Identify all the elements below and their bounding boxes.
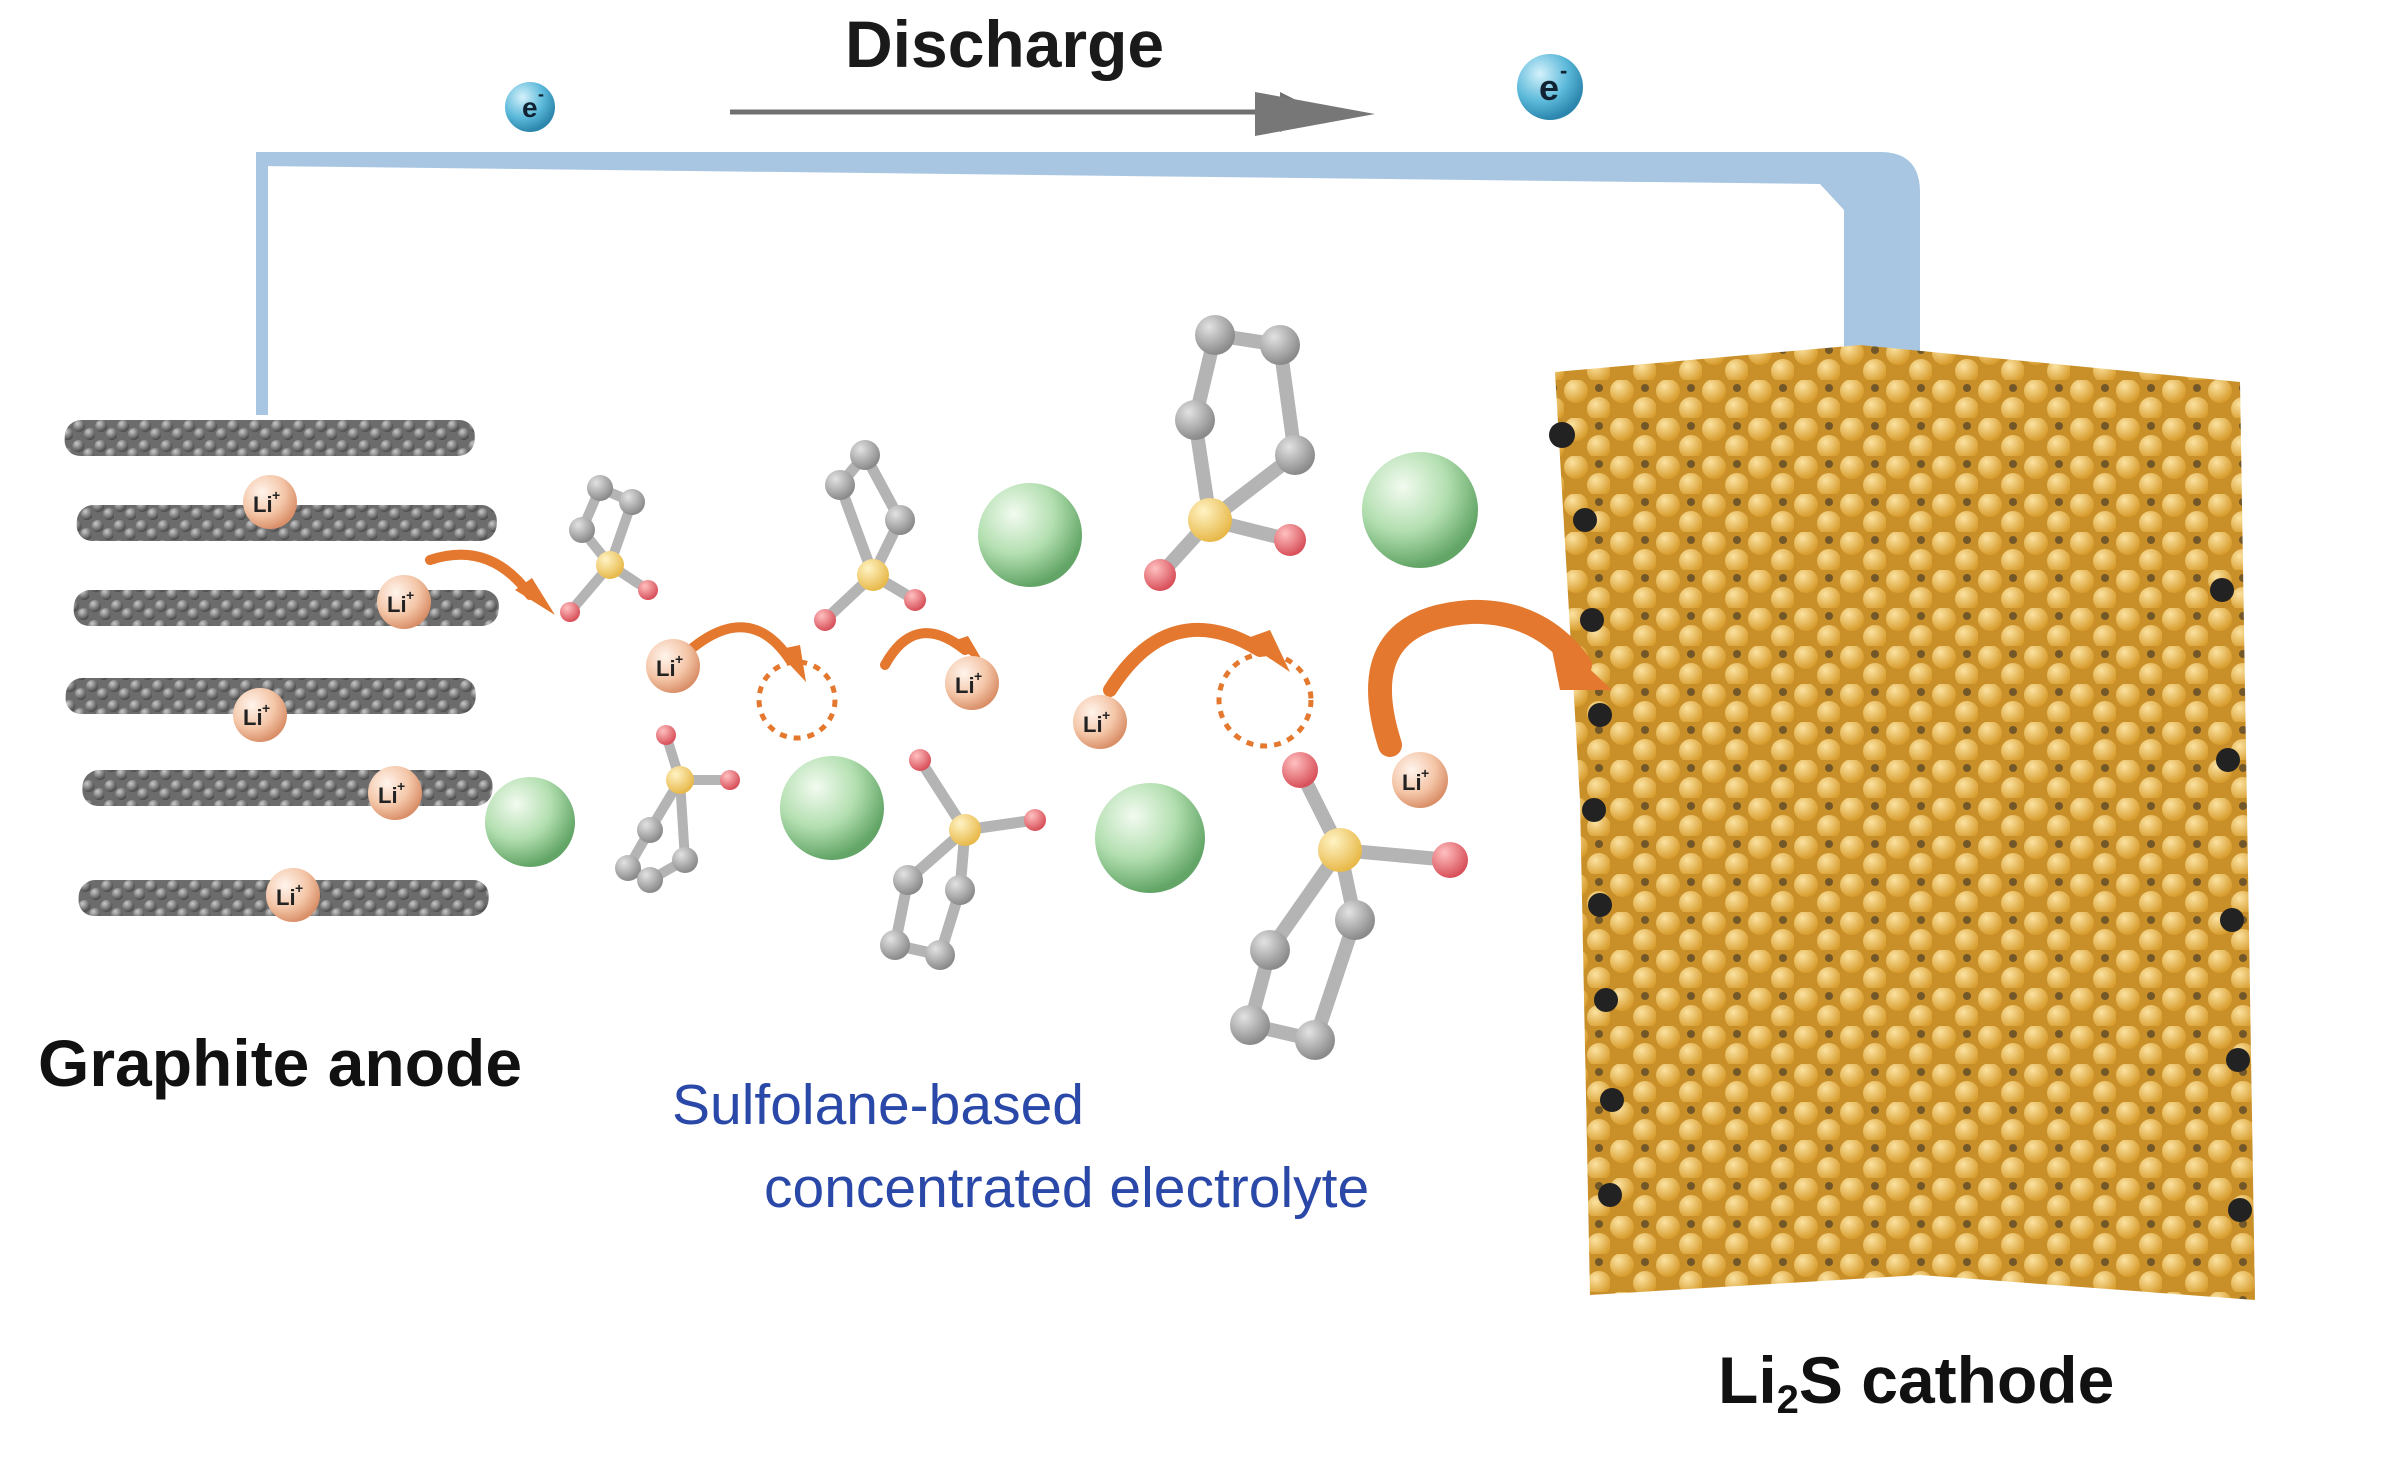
li-ion-charge: + xyxy=(397,778,405,794)
li-ion-charge: + xyxy=(262,700,270,716)
li-ion-label: Li xyxy=(378,783,398,808)
vacancy-sites xyxy=(756,651,1314,749)
discharge-title: Discharge xyxy=(845,7,1165,81)
sulfolane-molecule-5 xyxy=(880,749,1046,970)
lithium-ions: Li + Li + Li + Li + Li + Li + xyxy=(233,475,1448,922)
li-ion-label: Li xyxy=(243,705,263,730)
li-ion-label: Li xyxy=(387,592,407,617)
electron-left-symbol: e xyxy=(522,92,538,123)
li-ion-charge: + xyxy=(974,668,982,684)
li-ion: Li + xyxy=(945,656,999,710)
li-ion: Li + xyxy=(1392,752,1448,808)
li-ion-charge: + xyxy=(295,880,303,896)
li-ion-label: Li xyxy=(656,656,676,681)
electron-left: e - xyxy=(505,82,555,132)
cathode-label-element: Li xyxy=(1718,1343,1777,1417)
sulfolane-molecule-2 xyxy=(814,440,926,631)
electron-left-charge: - xyxy=(538,84,544,104)
li-ion: Li + xyxy=(377,575,431,629)
sulfolane-molecule-3 xyxy=(1144,315,1315,591)
graphite-anode-label: Graphite anode xyxy=(38,1026,523,1100)
anion-spheres xyxy=(485,452,1478,893)
discharge-arrow xyxy=(730,92,1375,136)
li-ion: Li + xyxy=(266,868,320,922)
li-ion: Li + xyxy=(233,688,287,742)
li-ion-label: Li xyxy=(1083,712,1103,737)
li-ion-charge: + xyxy=(1102,707,1110,723)
electrolyte-label-line1: Sulfolane-based xyxy=(672,1073,1084,1137)
li-ion-label: Li xyxy=(276,885,296,910)
li-ion-charge: + xyxy=(1421,765,1429,781)
sulfolane-molecule-1 xyxy=(560,475,658,622)
electron-right-charge: - xyxy=(1560,58,1567,83)
li-ion: Li + xyxy=(1073,695,1127,749)
li2s-cathode xyxy=(1549,345,2255,1300)
li-ion: Li + xyxy=(646,639,700,693)
li-ion-charge: + xyxy=(675,651,683,667)
li-ion-label: Li xyxy=(253,492,273,517)
li-hopping-arrowheads xyxy=(515,578,1612,690)
li-ion-charge: + xyxy=(272,487,280,503)
electron-right: e - xyxy=(1517,54,1583,120)
li-ion: Li + xyxy=(243,475,297,529)
li-ion-label: Li xyxy=(955,673,975,698)
cathode-label: Li2S cathode xyxy=(1718,1342,2114,1423)
li-ion-label: Li xyxy=(1402,770,1422,795)
li-hopping-arrows xyxy=(425,549,1592,757)
external-circuit xyxy=(256,152,1920,415)
li-ion-charge: + xyxy=(406,587,414,603)
sulfolane-molecule-6 xyxy=(1230,752,1468,1060)
sulfolane-molecule-4 xyxy=(615,725,740,893)
cathode-label-subscript: 2 xyxy=(1776,1378,1799,1422)
li-ion: Li + xyxy=(368,766,422,820)
electron-right-symbol: e xyxy=(1539,67,1559,108)
cathode-label-rest: S cathode xyxy=(1798,1343,2115,1417)
electrolyte-label-line2: concentrated electrolyte xyxy=(764,1156,1370,1220)
